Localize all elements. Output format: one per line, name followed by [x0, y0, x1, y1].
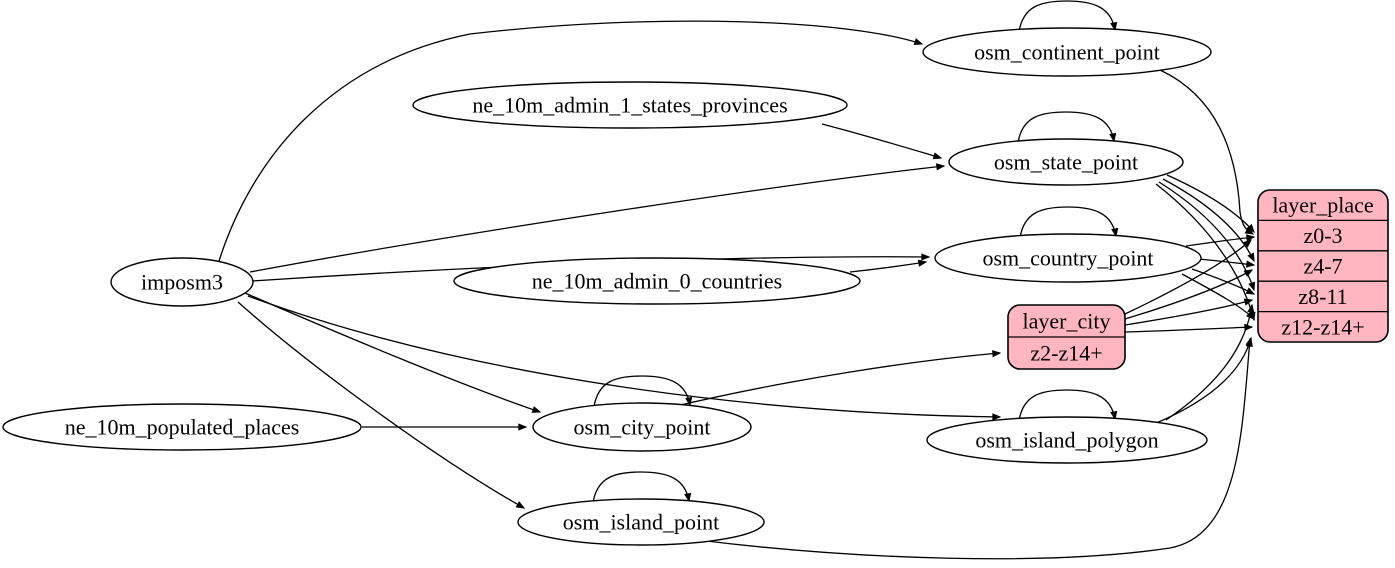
record-layer-place-row-z12-z14plus: z12-z14+: [1281, 314, 1364, 339]
edge-layer-city-to-layer-place-z12-z14plus: [1124, 323, 1254, 333]
edge-imposm3-to-osm-island-point: [237, 301, 526, 509]
record-layer-place-row-z0-3: z0-3: [1303, 223, 1342, 248]
node-imposm3-label: imposm3: [141, 270, 223, 295]
node-imposm3-shape: [110, 257, 254, 307]
node-osm-island-point: osm_island_point: [517, 498, 765, 546]
edge-osm-island-point-to-layer-place-z12-z14plus: [697, 337, 1253, 560]
node-osm-country-point: osm_country_point: [934, 233, 1202, 283]
edge-layer-city-to-layer-place-z4-7: [1124, 269, 1254, 320]
edge-osm-city-point-to-layer-city-z2-z14plus: [671, 350, 1002, 408]
node-osm-continent-point-label: osm_continent_point: [974, 40, 1160, 65]
record-layer-place-row-z4-7: z4-7: [1303, 254, 1342, 279]
node-ne-10m-populated-places-label: ne_10m_populated_places: [65, 415, 300, 440]
node-imposm3: imposm3: [110, 257, 254, 307]
node-ne-10m-populated-places-shape: [2, 403, 362, 451]
node-osm-island-polygon: osm_island_polygon: [926, 416, 1208, 464]
edge-osm-island-polygon-to-layer-place-z8-11: [1165, 303, 1255, 421]
node-osm-island-polygon-shape: [926, 416, 1208, 464]
node-ne-10m-admin-0-countries: ne_10m_admin_0_countries: [453, 257, 861, 305]
edge-osm-state-point-to-layer-place-z4-7: [1162, 178, 1255, 263]
edge-imposm3-to-osm-city-point: [244, 292, 542, 413]
node-osm-city-point: osm_city_point: [532, 402, 752, 452]
self-loop-osm-island-point: [592, 471, 692, 504]
node-osm-state-point-shape: [948, 138, 1184, 186]
self-loop-osm-state-point: [1017, 111, 1117, 144]
record-layer-city-row-z2-z14plus: z2-z14+: [1030, 341, 1102, 366]
node-osm-island-point-label: osm_island_point: [563, 510, 719, 535]
edge-ne-10m-admin-1-states-provinces-to-osm-state-point: [821, 123, 943, 160]
edge-osm-state-point-to-layer-place-z0-3: [1166, 174, 1255, 234]
self-loop-osm-city-point: [593, 375, 693, 408]
edge-osm-country-point-to-layer-place-z0-3: [1185, 234, 1256, 247]
edge-layer-city-to-layer-place-z8-11: [1124, 298, 1254, 326]
node-ne-10m-admin-1-states-provinces-shape: [412, 81, 848, 129]
self-loop-osm-continent-point: [1018, 0, 1118, 33]
edge-osm-country-point-to-layer-place-z4-7: [1198, 258, 1256, 268]
node-osm-country-point-label: osm_country_point: [982, 246, 1153, 271]
edges-layer: [218, 0, 1256, 560]
node-ne-10m-admin-0-countries-shape: [453, 257, 861, 305]
record-layer-place-row-layer-place: layer_place: [1272, 193, 1373, 218]
record-layer-city: layer_city z2-z14+: [1007, 304, 1126, 370]
record-layer-place-shape: [1257, 189, 1389, 343]
nodes-layer: imposm3 ne_10m_admin_1_states_provincesne…: [2, 27, 1389, 546]
node-osm-continent-point: osm_continent_point: [922, 27, 1212, 77]
edge-osm-island-polygon-to-layer-place-z12-z14plus: [1153, 336, 1253, 425]
node-osm-state-point-label: osm_state_point: [994, 150, 1138, 175]
edge-layer-city-to-layer-place-z0-3: [1124, 239, 1253, 315]
node-osm-continent-point-shape: [922, 27, 1212, 77]
record-layer-place-row-z8-11: z8-11: [1298, 284, 1347, 309]
node-ne-10m-admin-1-states-provinces-label: ne_10m_admin_1_states_provinces: [472, 93, 787, 118]
self-loop-osm-country-point: [1019, 206, 1119, 239]
edge-osm-country-point-to-layer-place-z8-11: [1191, 268, 1256, 295]
node-osm-island-point-shape: [517, 498, 765, 546]
node-osm-city-point-shape: [532, 402, 752, 452]
edge-imposm3-to-osm-state-point: [249, 163, 946, 273]
edge-imposm3-to-osm-island-polygon: [247, 295, 1002, 421]
node-ne-10m-admin-0-countries-label: ne_10m_admin_0_countries: [532, 269, 783, 294]
node-osm-state-point: osm_state_point: [948, 138, 1184, 186]
node-osm-city-point-label: osm_city_point: [574, 415, 711, 440]
edge-imposm3-to-osm-continent-point: [218, 20, 924, 262]
record-layer-place: layer_place z0-3 z4-7 z8-11 z12-z14+: [1257, 189, 1389, 343]
node-osm-island-polygon-label: osm_island_polygon: [975, 428, 1158, 453]
record-layer-city-row-layer-city: layer_city: [1023, 309, 1111, 334]
node-ne-10m-admin-1-states-provinces: ne_10m_admin_1_states_provinces: [412, 81, 848, 129]
edge-ne-10m-admin-0-countries-to-osm-country-point: [849, 259, 928, 273]
node-ne-10m-populated-places: ne_10m_populated_places: [2, 403, 362, 451]
node-osm-country-point-shape: [934, 233, 1202, 283]
edge-osm-continent-point-to-layer-place-z0-3: [1159, 69, 1255, 235]
self-loop-osm-island-polygon: [1018, 389, 1118, 422]
